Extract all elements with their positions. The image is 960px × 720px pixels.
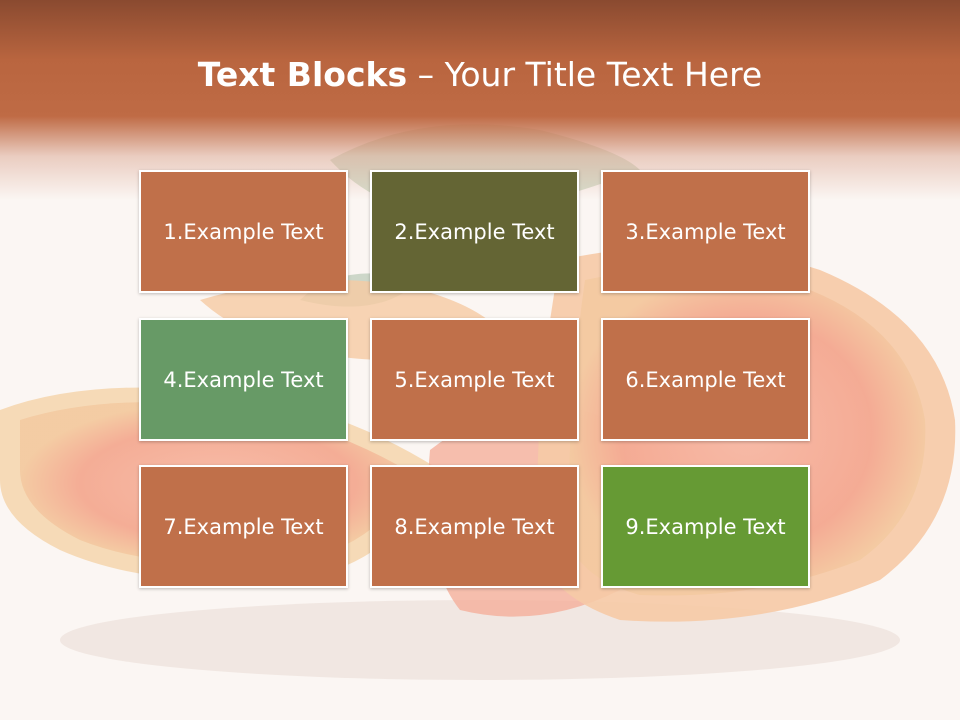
title-separator: –: [407, 55, 445, 94]
title-text: Your Title Text Here: [444, 55, 763, 94]
text-block-label: 1.Example Text: [163, 219, 324, 244]
text-block-8[interactable]: 8.Example Text: [370, 465, 579, 588]
text-block-label: 2.Example Text: [394, 219, 555, 244]
slide-title[interactable]: Text Blocks – Your Title Text Here: [0, 52, 960, 98]
text-block-label: 6.Example Text: [625, 367, 786, 392]
text-block-label: 9.Example Text: [625, 514, 786, 539]
text-block-label: 3.Example Text: [625, 219, 786, 244]
text-block-4[interactable]: 4.Example Text: [139, 318, 348, 441]
text-block-2[interactable]: 2.Example Text: [370, 170, 579, 293]
text-block-3[interactable]: 3.Example Text: [601, 170, 810, 293]
text-block-label: 8.Example Text: [394, 514, 555, 539]
text-block-9[interactable]: 9.Example Text: [601, 465, 810, 588]
text-block-5[interactable]: 5.Example Text: [370, 318, 579, 441]
text-block-label: 7.Example Text: [163, 514, 324, 539]
title-band: [0, 0, 960, 200]
text-block-6[interactable]: 6.Example Text: [601, 318, 810, 441]
text-block-label: 5.Example Text: [394, 367, 555, 392]
text-block-1[interactable]: 1.Example Text: [139, 170, 348, 293]
title-bold-part: Text Blocks: [197, 55, 408, 94]
text-block-label: 4.Example Text: [163, 367, 324, 392]
text-block-7[interactable]: 7.Example Text: [139, 465, 348, 588]
